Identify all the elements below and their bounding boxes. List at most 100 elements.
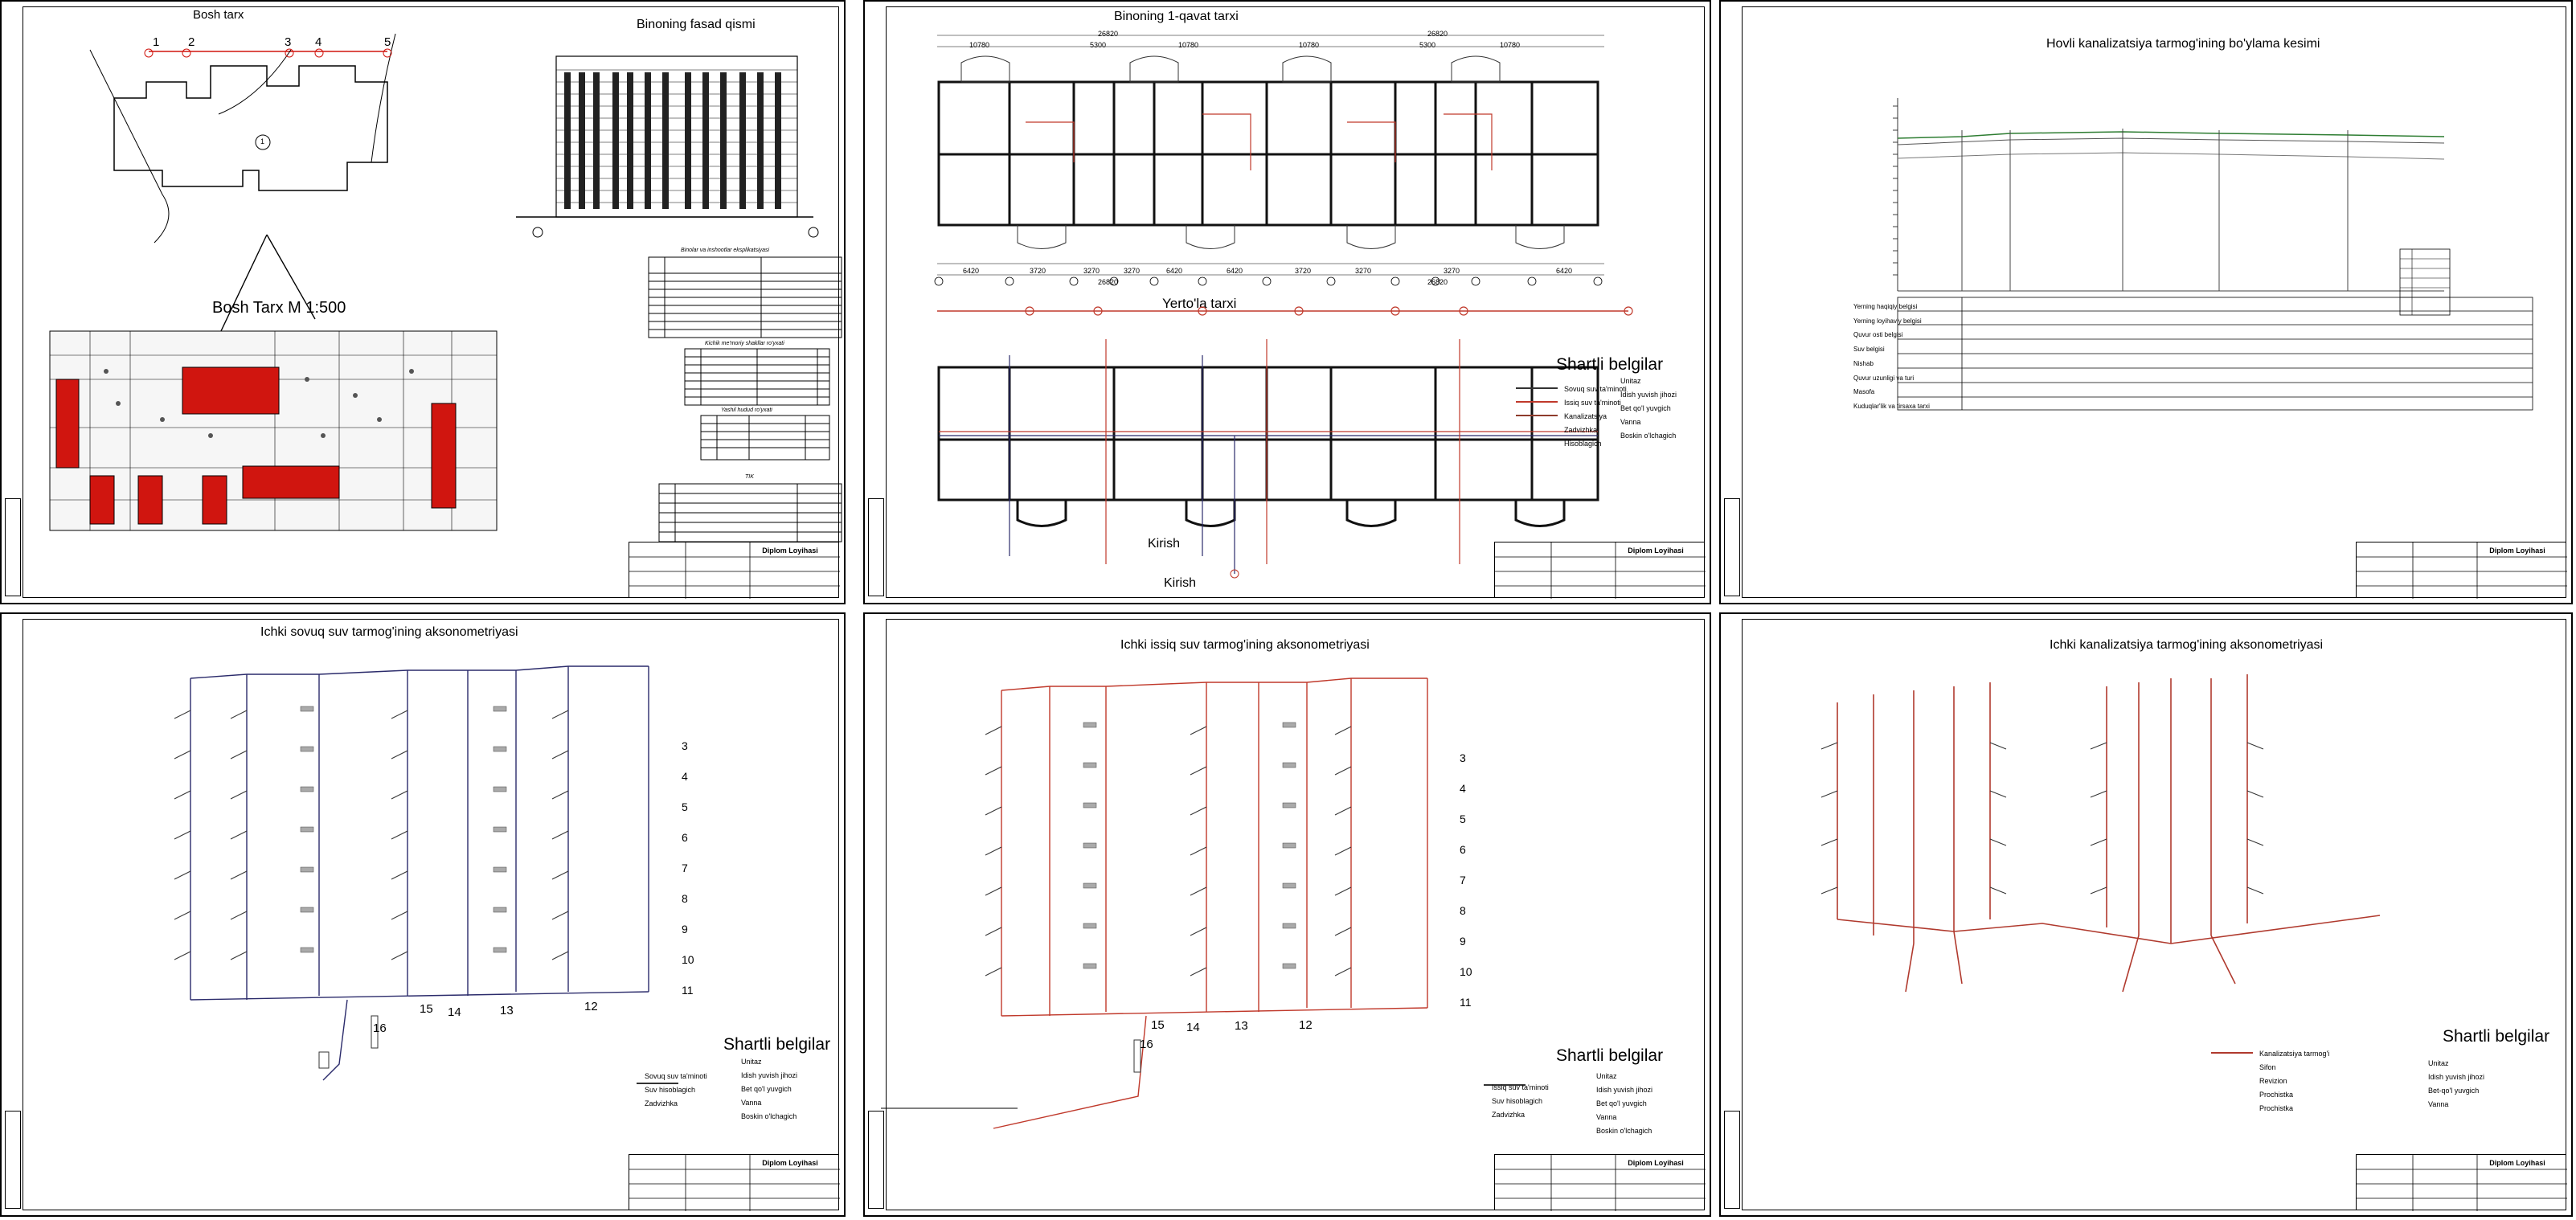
legend-label: Prochistka	[2259, 1090, 2294, 1099]
sheet-general-plan[interactable]: Bosh tarx Binoning fasad qismi Bosh Tarx…	[0, 0, 846, 604]
legend-item: Prochistka	[2259, 1101, 2329, 1115]
sheet-hot-water[interactable]: Ichki issiq suv tarmog'ining aksonometri…	[863, 612, 1711, 1217]
legend-title: Shartli belgilar	[723, 1035, 831, 1054]
node-number: 16	[1140, 1038, 1153, 1051]
legend-item: Vanna	[1596, 1110, 1652, 1124]
legend-label: Sovuq suv ta'minoti	[1564, 384, 1627, 393]
legend-item: Idish yuvish jihozi	[1596, 1083, 1652, 1096]
sheet-frame	[886, 6, 1705, 598]
legend-right: Unitaz Idish yuvish jihozi Bet-qo'l yuvg…	[2428, 1056, 2484, 1111]
dim-sub-1: 10780	[969, 41, 990, 49]
profile-row-label: Kuduqlar'lik va tirsaxa tarxi	[1853, 402, 1930, 410]
legend-item: Hisoblagich	[1564, 436, 1627, 450]
legend-item: Unitaz	[2428, 1056, 2484, 1070]
floor-plan-drawing	[934, 35, 1633, 579]
dim-sub-6: 10780	[1500, 41, 1521, 49]
legend-item: Unitaz	[1596, 1069, 1652, 1083]
floor-number: 9	[682, 923, 688, 935]
sheet-sewer-profile[interactable]: Hovli kanalizatsiya tarmog'ining bo'ylam…	[1719, 0, 2573, 604]
entry-label-2: Kirish	[1164, 576, 1197, 590]
title-block: Diplom Loyihasi	[629, 542, 840, 599]
profile-row-label: Quvur osti belgisi	[1853, 331, 1903, 339]
side-stamp	[1724, 498, 1740, 596]
title-block: Diplom Loyihasi	[1494, 542, 1706, 599]
legend-label: Bet qo'l yuvgich	[1596, 1099, 1647, 1107]
legend-label: Unitaz	[2428, 1058, 2449, 1067]
legend-item: Sovuq suv ta'minoti	[645, 1069, 707, 1083]
legend-item: Revizion	[2259, 1074, 2329, 1087]
spec-title-tik: TIK	[745, 474, 754, 480]
axis-label-4: 4	[315, 35, 322, 49]
legend-item: Issiq suv ta'minoti	[1492, 1080, 1549, 1094]
dim-total-1: 26820	[1098, 30, 1119, 38]
floor-number: 11	[682, 984, 694, 997]
legend-label: Boskin o'lchagich	[1620, 431, 1677, 440]
floor-number: 7	[682, 862, 688, 874]
legend-label: Idish yuvish jihozi	[741, 1071, 798, 1079]
legend-label: Idish yuvish jihozi	[1620, 390, 1677, 399]
title-block-name: Diplom Loyihasi	[1628, 1159, 1684, 1167]
legend-left: Sovuq suv ta'minoti Suv hisoblagich Zadv…	[645, 1069, 707, 1110]
title-block-grid	[629, 542, 840, 599]
node-number: 13	[1235, 1019, 1248, 1033]
legend-label: Suv hisoblagich	[645, 1085, 696, 1094]
axis-label-2: 2	[188, 35, 195, 49]
legend-label: Unitaz	[1596, 1071, 1617, 1080]
sheet-cold-water[interactable]: Ichki sovuq suv tarmog'ining aksonometri…	[0, 612, 846, 1217]
legend-item: Bet qo'l yuvgich	[741, 1082, 797, 1095]
dim-sub-5: 5300	[1419, 41, 1436, 49]
dim-bottom-6: 6420	[1227, 267, 1243, 275]
building-number-label: 1	[260, 137, 265, 145]
floor-number: 4	[682, 770, 688, 783]
floor-numbers: 3 4 5 6 7 8 9 10 11	[1460, 743, 1472, 1017]
legend-item: Sovuq suv ta'minoti	[1564, 382, 1627, 395]
spec-title-small-forms: Kichik me'moriy shakllar ro'yxati	[705, 341, 784, 346]
title-sewer-axonometry: Ichki kanalizatsiya tarmog'ining aksonom…	[2050, 638, 2324, 652]
legend-label: Bet qo'l yuvgich	[1620, 403, 1671, 412]
legend-label: Issiq suv ta'minoti	[1492, 1083, 1549, 1091]
sheet-sewer-axonometry[interactable]: Ichki kanalizatsiya tarmog'ining aksonom…	[1719, 612, 2573, 1217]
legend-item: Vanna	[2428, 1097, 2484, 1111]
title-block-grid	[1495, 1155, 1706, 1211]
hot-water-axonometry	[881, 678, 1526, 1129]
floor-number: 3	[682, 739, 688, 752]
node-number: 15	[420, 1002, 433, 1016]
node-number: 13	[500, 1004, 514, 1017]
legend-item: Vanna	[741, 1095, 797, 1109]
title-block: Diplom Loyihasi	[1494, 1154, 1706, 1211]
legend-item: Prochistka	[2259, 1087, 2329, 1101]
legend-item: Boskin o'lchagich	[1620, 428, 1677, 442]
dim-total-2: 26820	[1427, 30, 1448, 38]
sheet-frame	[1742, 619, 2566, 1210]
dim-bottom-4: 3270	[1124, 267, 1141, 275]
legend-item: Bet qo'l yuvgich	[1620, 401, 1677, 415]
floor-number: 11	[1460, 996, 1472, 1009]
floor-number: 4	[1460, 782, 1466, 795]
sewer-axonometry	[1820, 674, 2381, 1054]
title-block-name: Diplom Loyihasi	[762, 1159, 818, 1167]
legend-item: Zadvizhka	[1564, 423, 1627, 436]
legend-label: Kanalizatsiya	[1564, 411, 1607, 420]
legend-label: Zadvizhka	[645, 1099, 678, 1107]
floor-number: 8	[682, 892, 688, 905]
node-number: 15	[1151, 1018, 1165, 1032]
sheet-floor-plan[interactable]: Binoning 1-qavat tarxi Yerto'la tarxi Ki…	[863, 0, 1711, 604]
title-block: Diplom Loyihasi	[2356, 1154, 2567, 1211]
dim-bottom-5: 6420	[1166, 267, 1183, 275]
legend-title: Shartli belgilar	[2443, 1027, 2550, 1046]
legend-item: Idish yuvish jihozi	[741, 1068, 797, 1082]
floor-number: 5	[1460, 813, 1466, 825]
dim-sub-2: 5300	[1090, 41, 1107, 49]
legend-label: Prochistka	[2259, 1103, 2294, 1112]
legend-label: Vanna	[741, 1098, 762, 1107]
sheet-frame	[23, 6, 839, 598]
side-stamp	[868, 1111, 884, 1209]
floor-number: 10	[682, 953, 694, 966]
legend-label: Boskin o'lchagich	[741, 1112, 797, 1120]
floor-number: 9	[1460, 935, 1466, 948]
cold-water-axonometry	[174, 665, 678, 1084]
node-number: 14	[1186, 1021, 1200, 1034]
node-number: 12	[584, 1000, 598, 1013]
title-block: Diplom Loyihasi	[2356, 542, 2567, 599]
profile-drawing	[1893, 98, 2533, 411]
